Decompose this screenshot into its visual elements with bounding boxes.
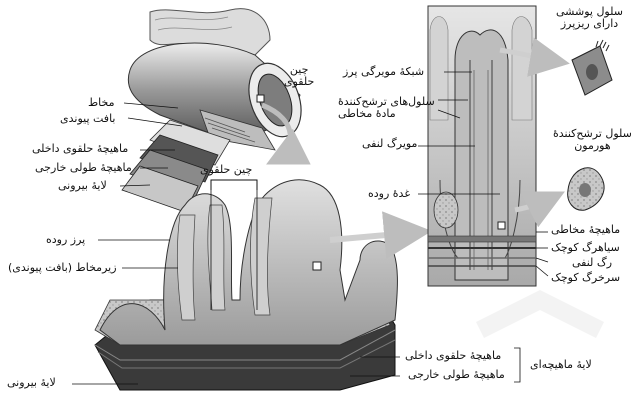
label-outer-longitudinal-muscle-left: ماهیچهٔ طولی خارجی: [35, 162, 132, 174]
label-lymph-vessel: رگ لنفی: [572, 257, 612, 269]
label-muscular-layer: لایهٔ ماهیچه‌ای: [530, 359, 592, 371]
label-outer-layer-bottom: لایهٔ بیرونی: [7, 377, 56, 389]
label-villus: پرز روده: [46, 234, 85, 246]
mucosa-block: [95, 180, 397, 390]
label-circular-fold-mid: چین حلقوی: [200, 164, 252, 176]
epithelial-cell-icon: [572, 40, 612, 95]
label-muscularis-mucosae: ماهیچهٔ مخاطی: [551, 224, 620, 236]
label-connective-tissue: بافت پیوندی: [60, 113, 115, 125]
label-intestinal-gland: غدهٔ روده: [368, 188, 410, 200]
label-villus-capillary-network: شبکهٔ مویرگی پرز: [343, 66, 424, 78]
label-inner-circular-muscle-bottom: ماهیچهٔ حلقوی داخلی: [405, 350, 501, 362]
label-circular-fold-top: چین حلقوی: [284, 64, 314, 88]
label-submucosa: زیرمخاط (بافت پیوندی): [8, 262, 117, 274]
label-small-artery: سرخرگ کوچک: [551, 272, 620, 284]
label-small-vein: سیاهرگ کوچک: [551, 242, 620, 254]
label-inner-circular-muscle-left: ماهیچهٔ حلقوی داخلی: [32, 143, 128, 155]
arrow-block-to-panel: [330, 232, 420, 240]
label-mucosa: مخاط: [88, 97, 115, 109]
label-lymph-capillary: مویرگ لنفی: [362, 138, 417, 150]
label-mucus-secreting-cells: سلول‌های ترشح‌کنندهٔ مادهٔ مخاطی: [338, 96, 435, 120]
label-hormone-secreting-cell: سلول ترشح‌کنندهٔ هورمون: [553, 128, 632, 152]
label-epithelial-cell: سلول پوششی دارای ریزپرز: [556, 6, 623, 30]
intestine-tube: [122, 9, 311, 212]
label-outer-longitudinal-muscle-bottom: ماهیچهٔ طولی خارجی: [408, 369, 505, 381]
hormone-cell-icon: [568, 168, 604, 210]
label-outer-layer-left: لایهٔ بیرونی: [58, 180, 107, 192]
